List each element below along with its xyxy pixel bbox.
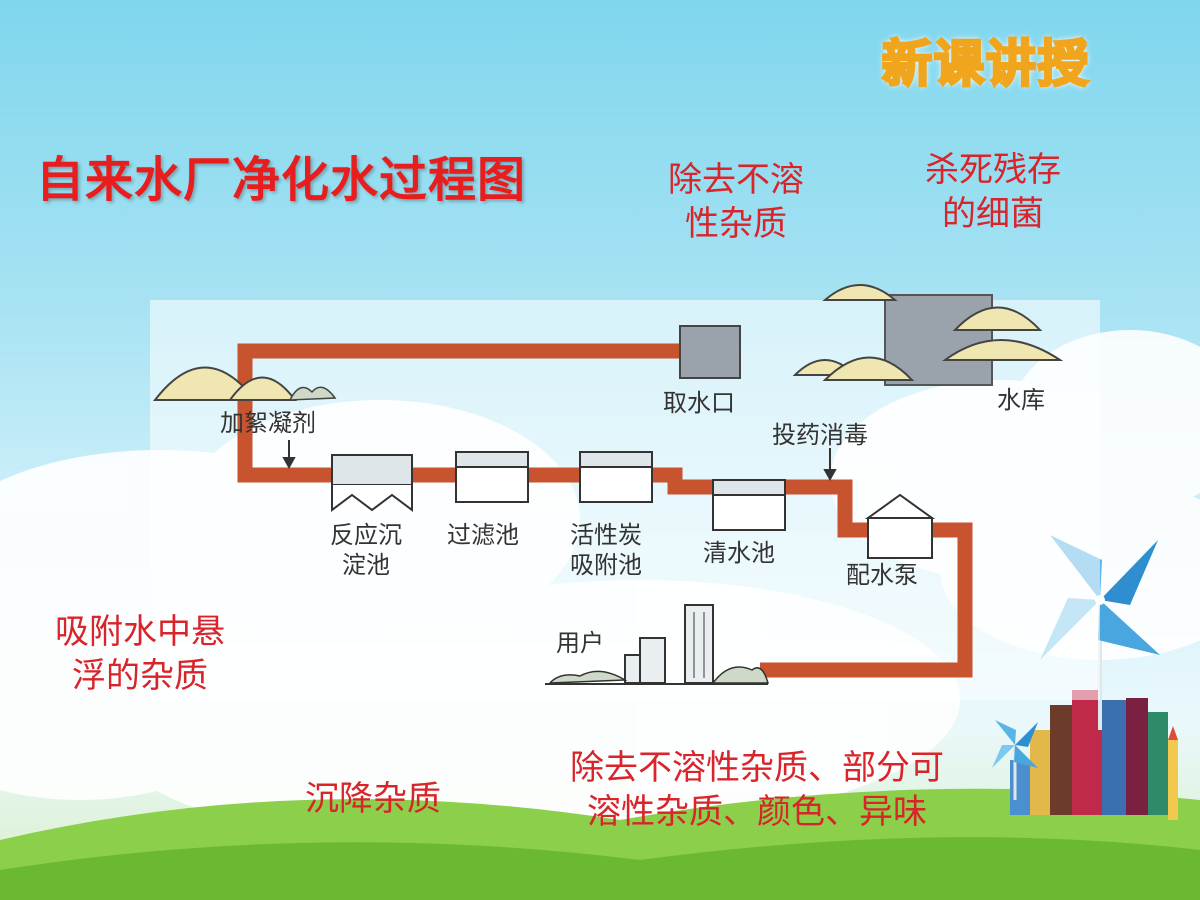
clear-water-label: 清水池 — [703, 539, 775, 567]
pinwheel-icon — [992, 720, 1038, 800]
disinfect-label: 投药消毒 — [772, 421, 868, 449]
water-pipe — [237, 343, 973, 678]
carbon-label-line1: 活性炭 — [570, 521, 642, 549]
arrow-icon — [282, 440, 837, 482]
books-icon — [1010, 690, 1168, 815]
annotation-adsorb: 吸附水中悬 浮的杂质 — [55, 610, 225, 698]
annotation-carbon-line2: 溶性杂质、颜色、异味 — [587, 792, 927, 832]
section-badge: 新课讲授 — [881, 34, 1090, 95]
carbon-label: 活性炭 吸附池 — [570, 520, 642, 580]
filter-tank-icon — [455, 451, 529, 503]
coagulant-label: 加絮凝剂 — [220, 409, 316, 437]
pump-label: 配水泵 — [846, 561, 918, 589]
annotation-carbon: 除去不溶性杂质、部分可 溶性杂质、颜色、异味 — [570, 746, 944, 834]
annotation-carbon-line1: 除去不溶性杂质、部分可 — [570, 748, 944, 788]
reservoir-icon — [792, 284, 1064, 386]
annotation-settle: 沉降杂质 — [305, 779, 441, 819]
intake-box — [679, 325, 741, 379]
annotation-insoluble: 除去不溶 性杂质 — [668, 158, 804, 246]
tree-icon — [152, 366, 337, 401]
annotation-insoluble-line2: 性杂质 — [685, 204, 787, 244]
pump-house-icon — [864, 493, 936, 559]
intake-label: 取水口 — [663, 389, 735, 417]
annotation-kill-line2: 的细菌 — [942, 194, 1044, 234]
user-buildings-icon — [545, 604, 769, 685]
annotation-adsorb-line2: 浮的杂质 — [72, 656, 208, 696]
users-label: 用户 — [556, 629, 604, 657]
annotation-kill-line1: 杀死残存 — [925, 150, 1061, 190]
sedimentation-label-line1: 反应沉 — [330, 521, 402, 549]
annotation-insoluble-line1: 除去不溶 — [668, 160, 804, 200]
sedimentation-tank-icon — [331, 454, 413, 512]
filter-label: 过滤池 — [447, 521, 519, 549]
reservoir-label: 水库 — [997, 386, 1045, 414]
slide-title: 自来水厂净化水过程图 — [36, 152, 527, 208]
annotation-kill-bacteria: 杀死残存 的细菌 — [925, 148, 1061, 236]
sedimentation-label-line2: 淀池 — [342, 551, 390, 579]
pencil-icon — [1168, 726, 1178, 820]
annotation-adsorb-line1: 吸附水中悬 — [55, 612, 225, 652]
clear-water-tank-icon — [712, 479, 786, 531]
carbon-tank-icon — [579, 451, 653, 503]
carbon-label-line2: 吸附池 — [570, 551, 642, 579]
sedimentation-label: 反应沉 淀池 — [330, 520, 402, 580]
